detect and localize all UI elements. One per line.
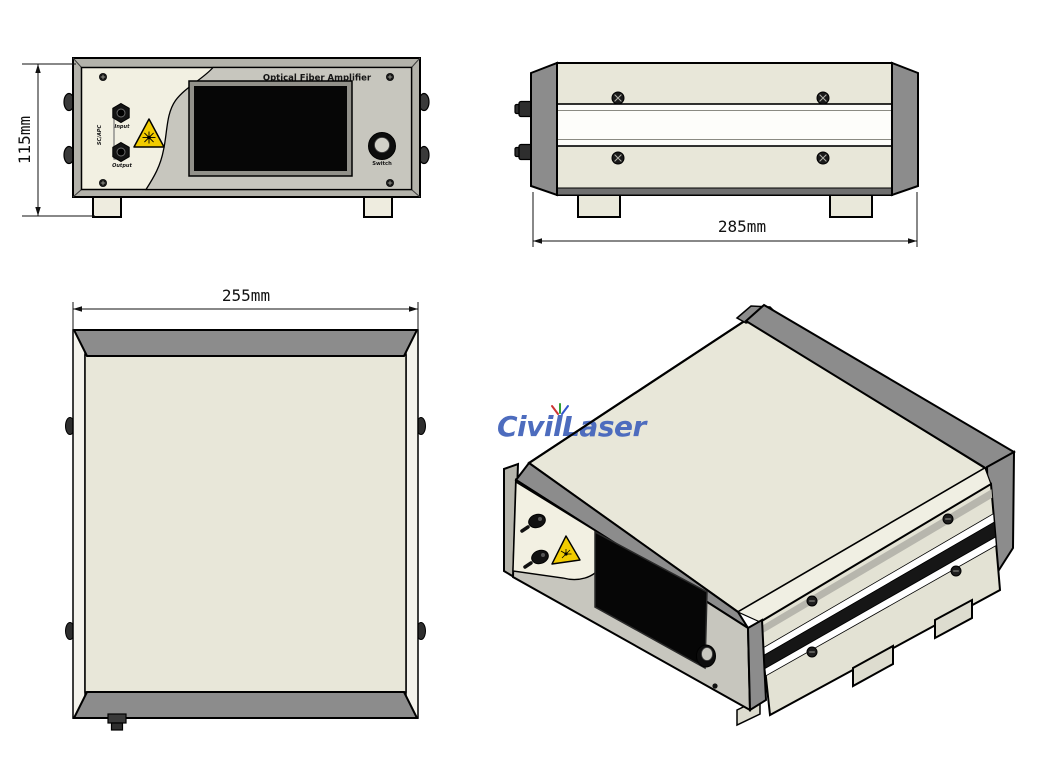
- screw-icon: [611, 151, 625, 165]
- side-end-cap: [891, 61, 919, 197]
- dimension-depth: [532, 192, 918, 247]
- front-view: Optical Fiber Amplifier SC/APC Input Out…: [15, 57, 430, 218]
- isometric-view: CivilLaser: [497, 303, 1016, 727]
- top-view: 255mm: [65, 286, 426, 731]
- screw-icon: [816, 151, 830, 165]
- screw-icon: [98, 178, 108, 188]
- screw-icon: [385, 72, 395, 82]
- brand-logo-text: CivilLaser: [497, 410, 648, 443]
- fiber-connector-output: [112, 141, 130, 163]
- side-bottom-strip: [556, 187, 893, 196]
- top-side-rail: [405, 329, 419, 719]
- screw-icon: [712, 683, 718, 689]
- top-side-rail: [72, 329, 86, 719]
- display-screen: [594, 530, 708, 670]
- fiber-connector-top: [107, 713, 127, 724]
- knob-label: Switch: [372, 161, 392, 167]
- screw-icon: [806, 595, 818, 607]
- device-foot: [363, 194, 393, 218]
- fiber-connector-top: [110, 722, 124, 731]
- dimension-width: [72, 302, 419, 332]
- screw-icon: [950, 565, 962, 577]
- top-rear-trim: [72, 329, 419, 357]
- fiber-connector-input: [112, 102, 130, 124]
- screw-icon: [98, 72, 108, 82]
- device-foot: [852, 644, 894, 688]
- dimension-depth-label: 285mm: [718, 217, 766, 236]
- brand-logo: CivilLaser: [497, 403, 649, 443]
- dimension-height-label: 115mm: [15, 116, 34, 164]
- screw-icon: [385, 178, 395, 188]
- screw-icon: [816, 91, 830, 105]
- screw-icon: [942, 513, 954, 525]
- input-label: Input: [115, 124, 131, 130]
- logo-ray-icon: [551, 403, 569, 415]
- top-front-trim: [72, 691, 419, 719]
- device-foot: [829, 194, 873, 218]
- laser-warning-icon: [133, 118, 165, 148]
- fiber-connector-output: [523, 549, 549, 569]
- fiber-connector-input: [520, 513, 546, 533]
- power-knob: [696, 644, 716, 668]
- front-panel-title: Optical Fiber Amplifier: [263, 74, 372, 84]
- side-end-cap: [530, 61, 558, 197]
- power-knob: [368, 132, 396, 160]
- screw-icon: [806, 646, 818, 658]
- device-foot: [577, 194, 621, 218]
- output-label: Output: [112, 163, 132, 169]
- dimension-width-label: 255mm: [222, 286, 270, 305]
- device-foot: [92, 194, 122, 218]
- iso-center-post: [746, 618, 768, 712]
- top-cover: [84, 354, 407, 693]
- side-view: 285mm: [514, 61, 919, 247]
- display-screen: [194, 86, 347, 171]
- laser-warning-icon: [551, 535, 581, 565]
- iso-right-gray-strip: [760, 489, 993, 635]
- screw-icon: [611, 91, 625, 105]
- dimension-height: [22, 63, 95, 217]
- device-foot: [934, 598, 973, 640]
- connector-type-label: SC/APC: [97, 125, 103, 146]
